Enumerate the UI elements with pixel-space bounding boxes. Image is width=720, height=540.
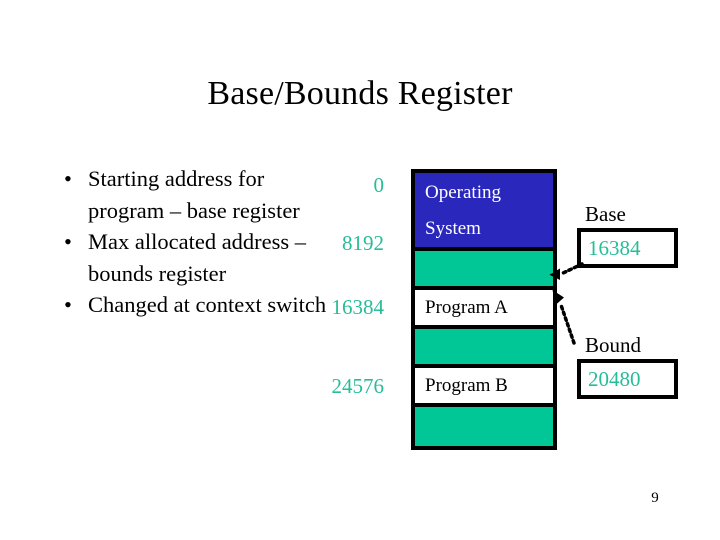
bullet-item-max-allocated-address: • Max allocated address – bounds registe…: [56, 226, 346, 289]
bullet-item-context-switch: • Changed at context switch: [56, 289, 346, 321]
memory-block-free-3: [415, 407, 553, 446]
bound-register-group: Bound 20480: [577, 333, 678, 399]
address-label-0: 0: [373, 173, 385, 197]
memory-block-operating-system: Operating System: [415, 173, 553, 251]
bullet-item-starting-address: • Starting address for program – base re…: [56, 163, 346, 226]
bullet-marker-icon: •: [64, 229, 72, 254]
base-register-caption: Base: [585, 202, 626, 226]
memory-block-free-1: [415, 251, 553, 290]
memory-map-column: Operating System Program A Program B: [411, 169, 557, 450]
bullet-list: • Starting address for program – base re…: [56, 163, 346, 321]
bullet-text: Changed at context switch: [88, 292, 327, 317]
bullet-text: Max allocated address – bounds register: [88, 229, 307, 286]
address-label-24576: 24576: [331, 374, 385, 398]
bound-register-value-box: 20480: [577, 359, 678, 399]
base-pointer-arrow-icon: [549, 262, 584, 280]
memory-block-label: Program A: [425, 297, 508, 318]
address-label-16384: 16384: [331, 295, 385, 319]
address-label-8192: 8192: [342, 231, 384, 255]
memory-block-label: Program B: [425, 375, 508, 396]
memory-block-label-line2: System: [425, 218, 481, 239]
memory-block-program-a: Program A: [415, 290, 553, 329]
base-register-group: Base 16384: [577, 202, 678, 268]
memory-block-program-b: Program B: [415, 368, 553, 407]
bullet-text: Starting address for program – base regi…: [88, 166, 300, 223]
page-title: Base/Bounds Register: [207, 75, 513, 112]
page-number: 9: [651, 490, 659, 506]
base-register-value-box: 16384: [577, 228, 678, 268]
bound-register-caption: Bound: [585, 333, 642, 357]
memory-block-free-2: [415, 329, 553, 368]
bound-pointer-arrow-icon: [552, 290, 576, 345]
bullet-marker-icon: •: [64, 292, 72, 317]
bullet-marker-icon: •: [64, 166, 72, 191]
memory-block-label-line1: Operating: [425, 182, 501, 203]
